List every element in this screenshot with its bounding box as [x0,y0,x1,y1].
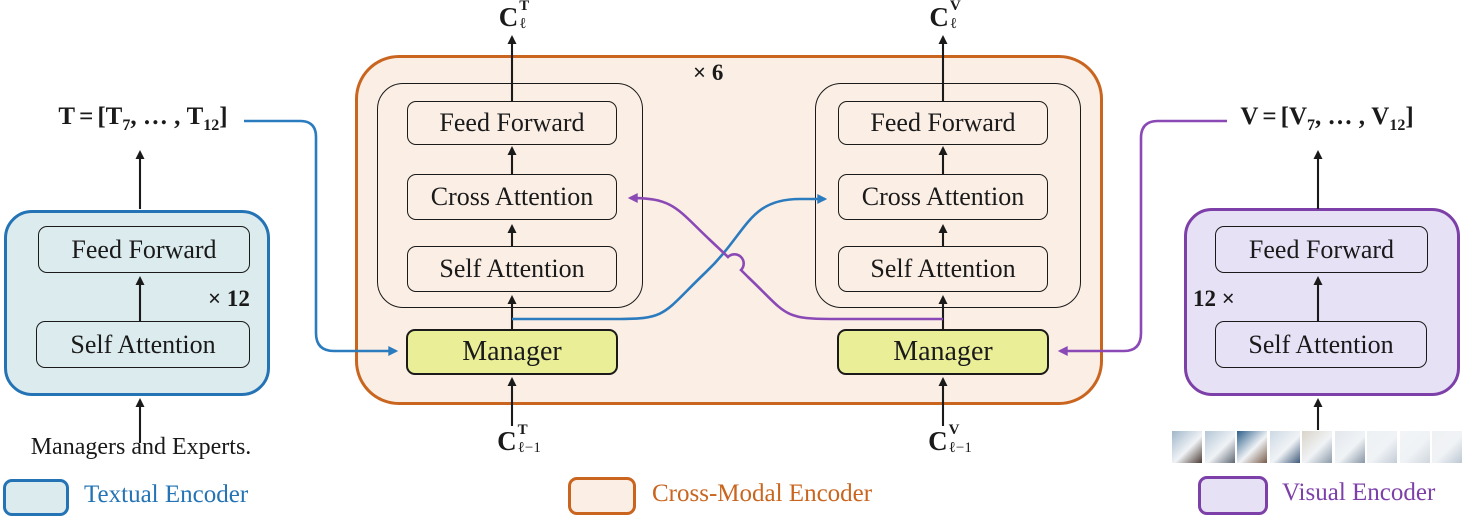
visual-stream-manager-block: Manager [837,329,1049,375]
text-stream-manager-block: Manager [406,329,618,375]
visual-encoder-box: Feed Forward Self Attention 12 × [1184,208,1460,396]
text-stream-manager-label: Manager [462,336,562,367]
textual-self-attention-block: Self Attention [36,321,250,368]
visual-stream-self-attention-block: Self Attention [838,246,1048,292]
photo-thumbnail [1334,431,1365,463]
textual-multiplier-label: × 12 [208,286,250,311]
legend-textual-swatch [3,479,69,516]
visual-feed-forward-label: Feed Forward [1248,234,1395,264]
photo-thumbnail [1237,431,1267,463]
text-stream-self-attention-block: Self Attention [407,246,617,292]
visual-self-attention-label: Self Attention [1248,329,1394,359]
t-sequence-label: T=[T7, … , T12] [58,103,228,134]
visual-self-attention-block: Self Attention [1215,321,1427,368]
v-sequence-label: V=[V7, … , V12] [1240,103,1414,134]
legend-visual-label: Visual Encoder [1282,479,1436,506]
visual-stream-self-attention-label: Self Attention [870,254,1016,283]
visual-stream-manager-label: Manager [893,336,993,367]
text-stream-cross-attention-block: Cross Attention [407,174,617,220]
photo-thumbnail [1432,431,1462,463]
text-input-caption: Managers and Experts. [30,434,252,460]
legend-cross-modal-swatch [568,477,636,515]
legend-cross-modal-label: Cross-Modal Encoder [652,480,873,507]
visual-stream-feed-forward-block: Feed Forward [838,101,1048,145]
legend-textual-label: Textual Encoder [84,481,249,508]
visual-input-photo-strip [1172,431,1462,463]
textual-self-attention-label: Self Attention [70,329,216,359]
text-stream-self-attention-label: Self Attention [439,254,585,283]
visual-stream-cross-attention-label: Cross Attention [861,182,1025,211]
textual-encoder-box: Feed Forward Self Attention × 12 [4,210,270,396]
cross-modal-multiplier-label: × 6 [693,60,724,85]
textual-feed-forward-block: Feed Forward [38,226,250,273]
photo-thumbnail [1367,431,1397,463]
photo-thumbnail [1399,431,1430,463]
visual-stream-feed-forward-label: Feed Forward [870,108,1016,137]
text-stream-feed-forward-block: Feed Forward [407,101,617,145]
visual-multiplier-label: 12 × [1193,286,1235,311]
visual-feed-forward-block: Feed Forward [1215,226,1428,273]
photo-thumbnail [1172,431,1202,463]
textual-feed-forward-label: Feed Forward [71,234,217,264]
photo-thumbnail [1204,431,1235,463]
text-stream-feed-forward-label: Feed Forward [439,108,585,137]
photo-thumbnail [1302,431,1332,463]
photo-thumbnail [1269,431,1300,463]
visual-stream-cross-attention-block: Cross Attention [838,174,1048,220]
text-stream-cross-attention-label: Cross Attention [430,182,594,211]
legend-visual-swatch [1198,476,1268,515]
